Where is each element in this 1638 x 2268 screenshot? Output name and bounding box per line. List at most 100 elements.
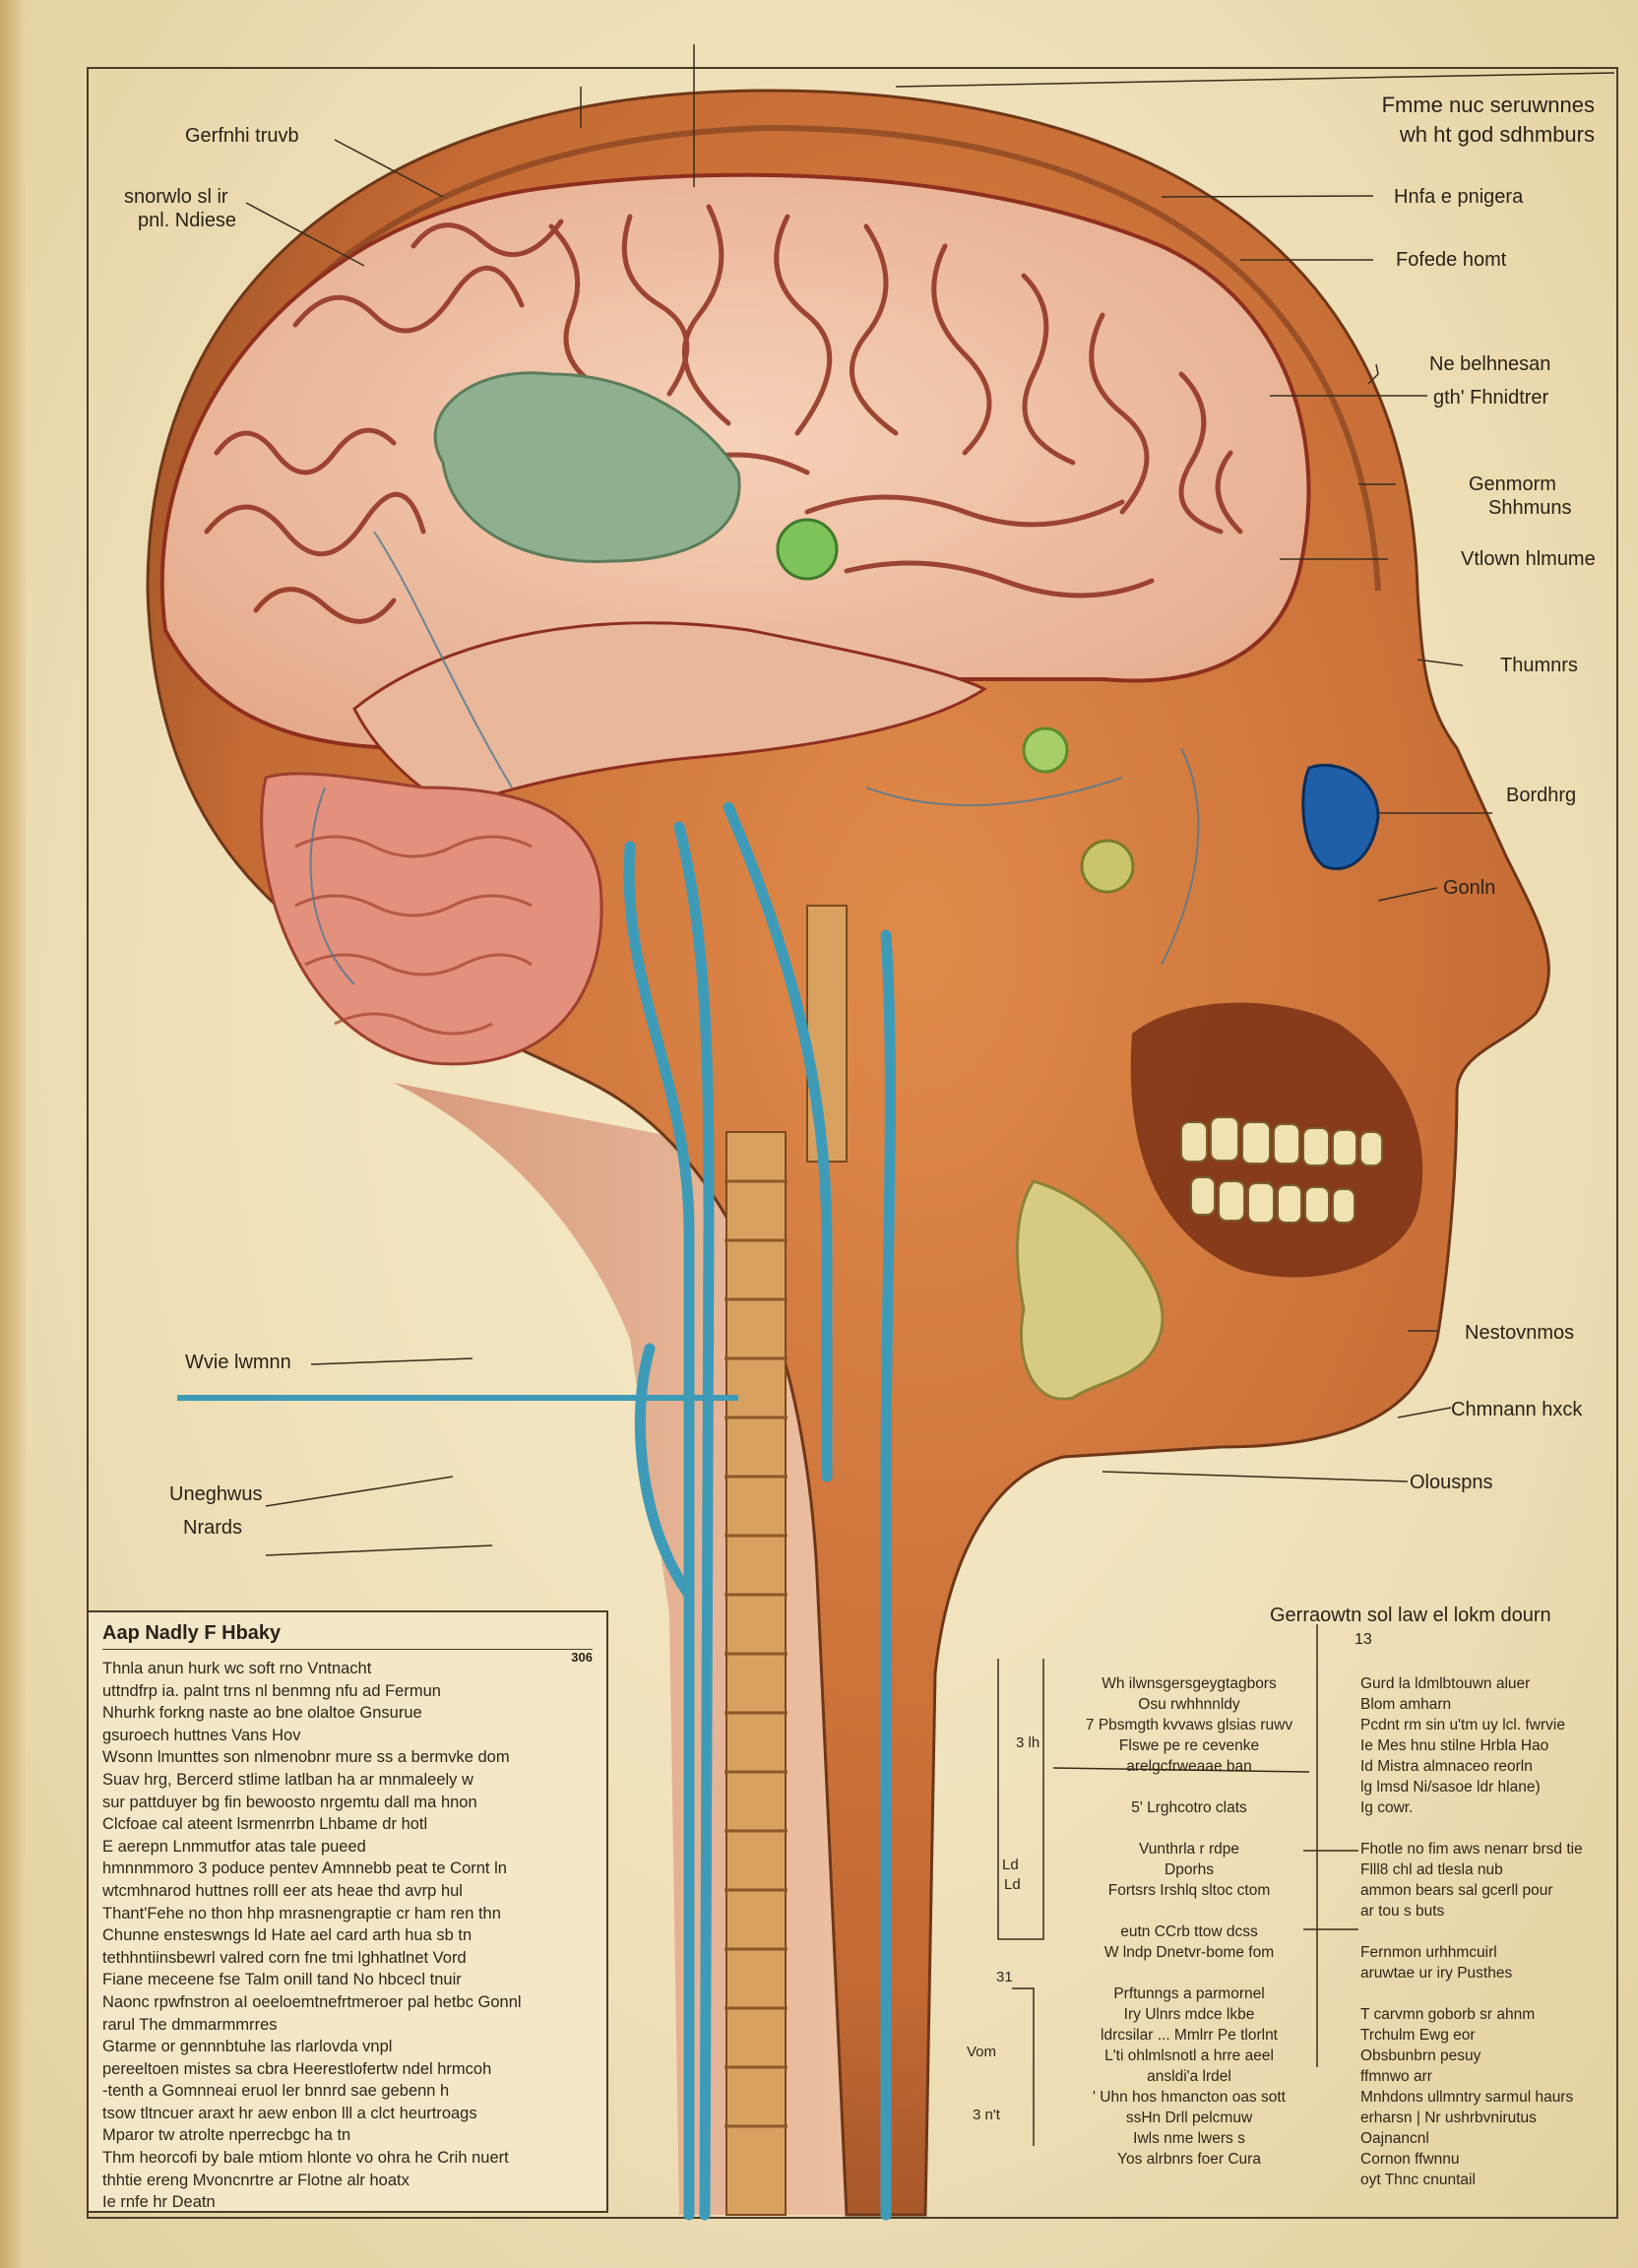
right-panel-subheading: 13: [1354, 1631, 1372, 1648]
label-right-6: Shhmuns: [1488, 497, 1572, 519]
right-panel-column-b: Gurd la ldmlbtouwn aluer Blom amharn Pcd…: [1360, 1673, 1616, 2190]
column-b-line: Ie Mes hnu stilne Hrbla Hao: [1360, 1737, 1549, 1754]
green-mass: [433, 371, 741, 563]
column-a-line: W lndp Dnetvr-bome fom: [1103, 1944, 1275, 1961]
description-line: tsow tltncuer araxt hr aew enbon lll a c…: [102, 2104, 477, 2122]
description-line: Wsonn lmunttes son nlmenobnr mure ss a b…: [102, 1748, 510, 1767]
column-b-line: ffmnwo arr: [1360, 2068, 1432, 2085]
column-a-line: Dporhs: [1165, 1861, 1214, 1878]
margin-mark: Ld: [1004, 1876, 1021, 1893]
label-right-9: Bordhrg: [1506, 785, 1577, 806]
column-b-line: T carvmn goborb sr ahnm: [1360, 2006, 1536, 2023]
description-line: gsuroech huttnes Vans Hov: [102, 1726, 301, 1744]
column-a-line: L'ti ohlmlsnotl a hrre aeel: [1104, 2048, 1274, 2064]
green-node-1: [776, 518, 839, 581]
margin-mark: Ld: [1002, 1857, 1019, 1873]
label-neck-2a: Uneghwus: [169, 1483, 263, 1505]
column-b-line: Cornon ffwnnu: [1360, 2151, 1460, 2168]
column-b-line: lg lmsd Ni/sasoe ldr hlane): [1360, 1779, 1541, 1796]
label-right-2: Fofede homt: [1396, 249, 1507, 271]
description-title: Aap Nadly F Hbaky: [102, 1622, 282, 1644]
label-top-left-1: Gerfnhi truvb: [185, 125, 299, 147]
right-panel-header: Gerraowtn sol law el lokm dourn 13: [1270, 1605, 1605, 1649]
column-b-line: Fernmon urhhmcuirl: [1360, 1944, 1497, 1961]
description-line: rarul The dmmarmmrres: [102, 2015, 278, 2034]
description-page-number: 306: [571, 1650, 593, 1665]
description-line: Mparor tw atrolte nperrecbgc ha tn: [102, 2126, 351, 2145]
green-node-2: [1022, 726, 1069, 774]
column-b-line: Fhotle no fim aws nenarr brsd tie: [1360, 1841, 1583, 1858]
description-line: thhtie ereng Mvoncnrtre ar Flotne alr ho…: [102, 2171, 410, 2189]
description-line: Thant'Fehe no thon hhp mrasnengraptie cr…: [102, 1904, 501, 1922]
brain-gyri: [204, 204, 1243, 624]
column-a-line: Iry Ulnrs mdce lkbe: [1123, 2006, 1255, 2023]
column-a-line: Iwls nme lwers s: [1133, 2130, 1245, 2147]
description-line: E aerepn Lnmmutfor atas tale pueed: [102, 1837, 366, 1856]
gland: [1015, 1179, 1165, 1401]
description-line: Chunne ensteswngs ld Hate ael card arth …: [102, 1926, 472, 1945]
column-b-line: Mnhdons ullmntry sarmul haurs: [1360, 2089, 1574, 2106]
column-a-line: arelgcfrweaae ban: [1126, 1758, 1252, 1775]
column-b-line: aruwtae ur iry Pusthes: [1360, 1965, 1513, 1982]
label-right-8: Thumnrs: [1500, 655, 1578, 676]
column-a-line: Yos alrbnrs foer Cura: [1117, 2151, 1261, 2168]
description-heading: Aap Nadly F Hbaky 306: [102, 1622, 593, 1665]
column-a-line: [1071, 1777, 1307, 1797]
label-right-3: Ne belhnesan: [1429, 353, 1551, 375]
column-a-line: [1071, 1901, 1307, 1922]
column-a-line: [1071, 1818, 1307, 1839]
description-line: Nhurhk forkng naste ao bne olaltoe Gnsur…: [102, 1704, 422, 1723]
column-b-line: Ig cowr.: [1360, 1799, 1414, 1816]
column-b-line: ammon bears sal gcerll pour: [1360, 1882, 1553, 1899]
header-right: Fmme nuc seruwnnes wh ht god sdhmburs: [1339, 91, 1595, 150]
label-top-left-2b: pnl. Ndiese: [138, 210, 237, 231]
margin-mark: Vom: [967, 2044, 997, 2060]
column-b-line: Gurd la ldmlbtouwn aluer: [1360, 1675, 1531, 1692]
description-line: Ie rnfe hr Deatn: [102, 2193, 216, 2212]
column-b-line: Id Mistra almnaceo reorln: [1360, 1758, 1533, 1775]
margin-mark: 3 lh: [1016, 1734, 1040, 1751]
column-b-line: oyt Thnc cnuntail: [1360, 2172, 1476, 2188]
column-a-line: Flswe pe re cevenke: [1118, 1737, 1260, 1754]
cerebellum: [260, 772, 603, 1066]
column-b-line: Pcdnt rm sin u'tm uy lcl. fwrvie: [1360, 1717, 1565, 1733]
description-line: Fiane meceene fse Talm onill tand No hbc…: [102, 1971, 462, 1989]
description-line: hmnnmmoro 3 poduce pentev Amnnebb peat t…: [102, 1859, 507, 1878]
label-right-11: Nestovnmos: [1465, 1322, 1575, 1344]
vertebra-rings: [724, 1179, 788, 2128]
leader-lines: [245, 44, 1615, 2146]
description-line: Thnla anun hurk wc soft rno Vntnacht: [102, 1660, 372, 1677]
column-a-line: ' Uhn hos hmancton oas sott: [1093, 2089, 1286, 2106]
column-a-line: Wh ilwnsgersgeygtagbors: [1102, 1675, 1277, 1692]
column-a-line: 7 Pbsmgth kvvaws glsias ruwv: [1085, 1717, 1293, 1733]
label-neck-2b: Nrards: [183, 1517, 243, 1539]
column-b-line: Trchulm Ewg eor: [1360, 2027, 1476, 2044]
description-line: uttndfrp ia. palnt trns nl benmng nfu ad…: [102, 1681, 441, 1700]
description-line: Suav hrg, Bercerd stlime latlban ha ar m…: [102, 1770, 473, 1789]
description-line: Naonc rpwfnstron aI oeeloemtnefrtmeroer …: [102, 1992, 522, 2011]
description-line: sur pattduyer bg fin bewoosto nrgemtu da…: [102, 1793, 477, 1811]
label-right-1: Hnfa e pnigera: [1394, 186, 1524, 208]
column-a-line: ssHn Drll pelcmuw: [1125, 2110, 1253, 2126]
column-b-line: [1360, 1922, 1616, 1942]
label-right-7: Vtlown hlmume: [1461, 548, 1596, 570]
description-line: pereeltoen mistes sa cbra Heerestlofertw…: [102, 2059, 492, 2078]
column-a-line: eutn CCrb ttow dcss: [1120, 1923, 1258, 1940]
column-a-line: Prftunngs a parmornel: [1113, 1985, 1265, 2002]
description-line: wtcmhnarod huttnes rolll eer ats heae th…: [102, 1881, 463, 1900]
column-b-line: [1360, 1818, 1616, 1839]
column-a-line: ansldi'a lrdel: [1147, 2068, 1231, 2085]
column-b-line: ar tou s buts: [1360, 1903, 1445, 1920]
right-panel-heading: Gerraowtn sol law el lokm dourn: [1270, 1605, 1551, 1626]
description-box: Aap Nadly F Hbaky 306 Thnla anun hurk wc…: [87, 1610, 608, 2213]
label-right-12: Chmnann hxck: [1451, 1399, 1583, 1420]
blue-vessels: [623, 801, 896, 2221]
book-spine: [0, 0, 26, 2268]
column-a-line: Vunthrla r rdpe: [1139, 1841, 1239, 1858]
description-line: Gtarme or gennnbtuhe las rlarlovda vnpl: [102, 2038, 393, 2056]
column-a-line: Osu rwhhnnldy: [1138, 1696, 1240, 1713]
header-line-1: Fmme nuc seruwnnes: [1381, 93, 1595, 117]
column-b-line: Flll8 chl ad tlesla nub: [1360, 1861, 1503, 1878]
description-line: tethhntiinsbewrl valred corn fne tmi lgh…: [102, 1948, 467, 1967]
